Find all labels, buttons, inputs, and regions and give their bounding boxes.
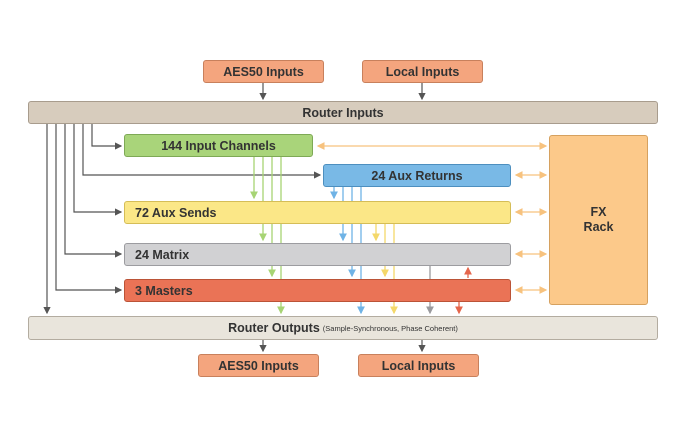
wire-ri-to-matrix: [64, 124, 123, 258]
local-inputs-top: Local Inputs: [362, 60, 483, 83]
fx-rack-block: FX Rack: [549, 135, 648, 305]
wire-ri-to-auxret: [82, 124, 322, 179]
router-outputs-label: Router Outputs: [228, 321, 320, 335]
wire-ri-to-auxsend: [73, 124, 123, 216]
local-outputs-bottom: Local Inputs: [358, 354, 479, 377]
fx-rack-label-line2: Rack: [583, 220, 614, 234]
matrix-block: 24 Matrix: [124, 243, 511, 266]
fx-rack-label-line1: FX: [590, 205, 607, 219]
aes50-inputs-top: AES50 Inputs: [203, 60, 324, 83]
aux-sends-block: 72 Aux Sends: [124, 201, 511, 224]
input-channels-block: 144 Input Channels: [124, 134, 313, 157]
masters-block: 3 Masters: [124, 279, 511, 302]
router-outputs-bar: Router Outputs (Sample-Synchronous, Phas…: [28, 316, 658, 340]
aux-returns-block: 24 Aux Returns: [323, 164, 511, 187]
router-inputs-bar: Router Inputs: [28, 101, 658, 124]
aes50-outputs-bottom: AES50 Inputs: [198, 354, 319, 377]
router-outputs-note: (Sample-Synchronous, Phase Coherent): [322, 323, 458, 333]
wire-ri-to-inputs: [91, 124, 123, 150]
wire-ri-to-masters: [55, 124, 123, 294]
